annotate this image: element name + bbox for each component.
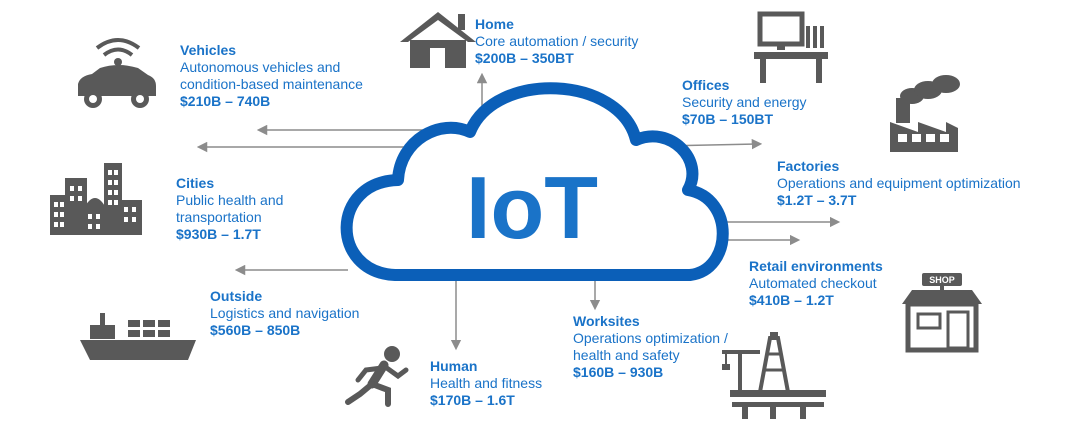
category-worksites-desc-1: Operations optimization / bbox=[573, 330, 728, 346]
category-vehicles-desc-2: condition-based maintenance bbox=[180, 76, 363, 92]
category-retail-desc-1: Automated checkout bbox=[749, 275, 877, 291]
category-cities-desc-2: transportation bbox=[176, 209, 262, 225]
category-factories-value: $1.2T – 3.7T bbox=[777, 192, 857, 208]
category-cities-title: Cities bbox=[176, 175, 215, 191]
category-human: Human Health and fitness $170B – 1.6T bbox=[430, 358, 542, 409]
category-worksites: Worksites Operations optimization / heal… bbox=[573, 313, 728, 381]
runner-icon bbox=[345, 346, 409, 407]
category-factories-desc-1: Operations and equipment optimization bbox=[777, 175, 1021, 191]
category-home-title: Home bbox=[475, 16, 514, 32]
category-worksites-value: $160B – 930B bbox=[573, 364, 664, 380]
category-outside-title: Outside bbox=[210, 288, 263, 304]
oil-rig-icon bbox=[722, 332, 826, 419]
category-human-desc-1: Health and fitness bbox=[430, 375, 543, 391]
category-worksites-title: Worksites bbox=[573, 313, 640, 329]
category-retail-value: $410B – 1.2T bbox=[749, 292, 834, 308]
house-icon bbox=[400, 12, 476, 68]
category-retail-title: Retail environments bbox=[749, 258, 883, 274]
iot-cloud: IoT bbox=[340, 82, 729, 281]
category-factories-title: Factories bbox=[777, 158, 840, 174]
category-offices-desc-1: Security and energy bbox=[682, 94, 807, 110]
cloud-shape bbox=[340, 82, 729, 281]
category-home: Home Core automation / security $200B – … bbox=[475, 16, 638, 67]
category-factories: Factories Operations and equipment optim… bbox=[777, 158, 1021, 209]
factory-icon bbox=[890, 75, 960, 152]
category-vehicles-desc-1: Autonomous vehicles and bbox=[180, 59, 341, 75]
category-outside-desc-1: Logistics and navigation bbox=[210, 305, 360, 321]
shop-icon: SHOP bbox=[902, 273, 982, 353]
category-worksites-desc-2: health and safety bbox=[573, 347, 680, 363]
category-outside-value: $560B – 850B bbox=[210, 322, 301, 338]
category-cities-desc-1: Public health and bbox=[176, 192, 284, 208]
category-human-title: Human bbox=[430, 358, 478, 374]
category-human-value: $170B – 1.6T bbox=[430, 392, 515, 408]
category-outside: Outside Logistics and navigation $560B –… bbox=[210, 288, 359, 339]
category-vehicles-title: Vehicles bbox=[180, 42, 237, 58]
icons: SHOP bbox=[50, 11, 982, 419]
city-buildings-icon bbox=[50, 163, 142, 235]
category-vehicles: Vehicles Autonomous vehicles and conditi… bbox=[180, 42, 363, 110]
category-offices-title: Offices bbox=[682, 77, 730, 93]
category-cities: Cities Public health and transportation … bbox=[176, 175, 283, 243]
category-home-value: $200B – 350BT bbox=[475, 50, 574, 66]
office-desk-icon bbox=[754, 11, 828, 83]
category-offices: Offices Security and energy $70B – 150BT bbox=[682, 77, 807, 128]
iot-label: IoT bbox=[466, 158, 598, 257]
category-home-desc-1: Core automation / security bbox=[475, 33, 639, 49]
shop-sign-text: SHOP bbox=[929, 275, 955, 285]
category-retail: Retail environments Automated checkout $… bbox=[749, 258, 883, 309]
cargo-ship-icon bbox=[80, 313, 196, 360]
connected-car-icon bbox=[78, 38, 156, 108]
category-vehicles-value: $210B – 740B bbox=[180, 93, 271, 109]
category-offices-value: $70B – 150BT bbox=[682, 111, 774, 127]
category-cities-value: $930B – 1.7T bbox=[176, 226, 261, 242]
